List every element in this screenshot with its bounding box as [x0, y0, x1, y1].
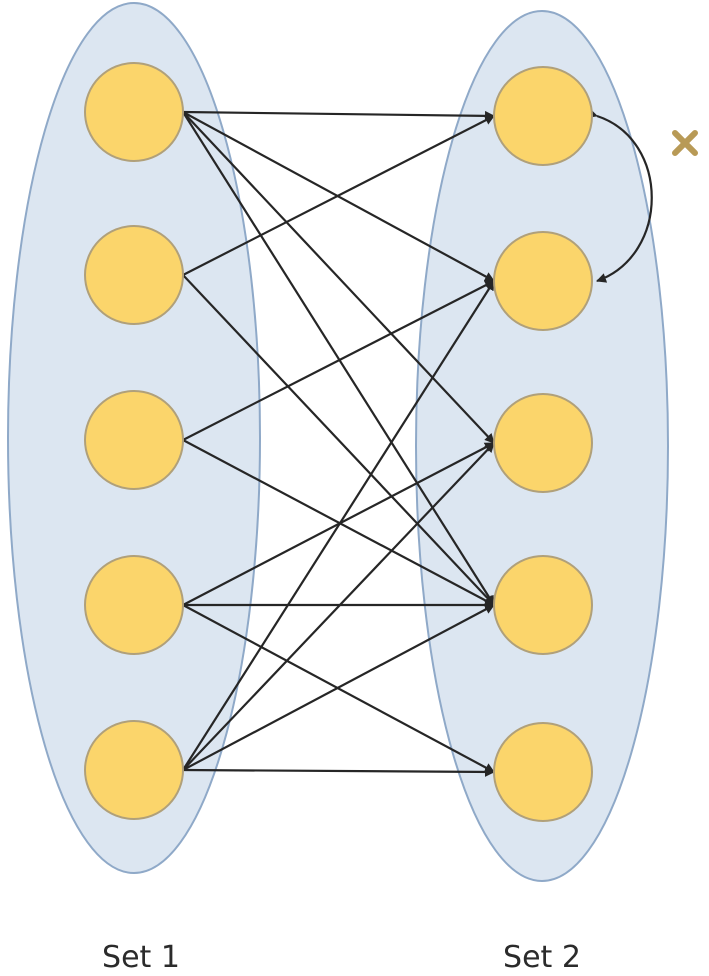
x-mark-icon	[672, 130, 698, 156]
edge-set1-3-to-set2-2	[182, 280, 495, 441]
set-2-node-2	[493, 231, 593, 331]
forbidden-link-arc	[586, 108, 653, 283]
nodes	[84, 62, 593, 822]
edge-set1-1-to-set2-1	[182, 110, 495, 121]
set-1-node-5	[84, 720, 184, 820]
set-2-node-5	[493, 722, 593, 822]
set-1-node-3	[84, 390, 184, 490]
set-1-node-4	[84, 555, 184, 655]
edge-set1-5-to-set2-2	[182, 280, 495, 771]
set-2-node-1	[493, 66, 593, 166]
set-2-label: Set 2	[503, 940, 581, 975]
edge-set1-2-to-set2-4	[182, 274, 495, 606]
edge-set1-5-to-set2-4	[182, 604, 495, 771]
set-1-node-1	[84, 62, 184, 162]
edge-set1-1-to-set2-4	[182, 111, 495, 606]
set-2-node-3	[493, 393, 593, 493]
edge-set1-1-to-set2-3	[182, 111, 495, 444]
edge-set1-2-to-set2-1	[182, 115, 495, 276]
edge-set1-3-to-set2-4	[182, 439, 495, 606]
set-2-node-4	[493, 555, 593, 655]
edge-set1-5-to-set2-5	[182, 766, 495, 777]
edge-set1-5-to-set2-3	[182, 442, 495, 771]
set-1-label: Set 1	[102, 940, 180, 975]
edges	[182, 110, 495, 777]
set-1-node-2	[84, 225, 184, 325]
